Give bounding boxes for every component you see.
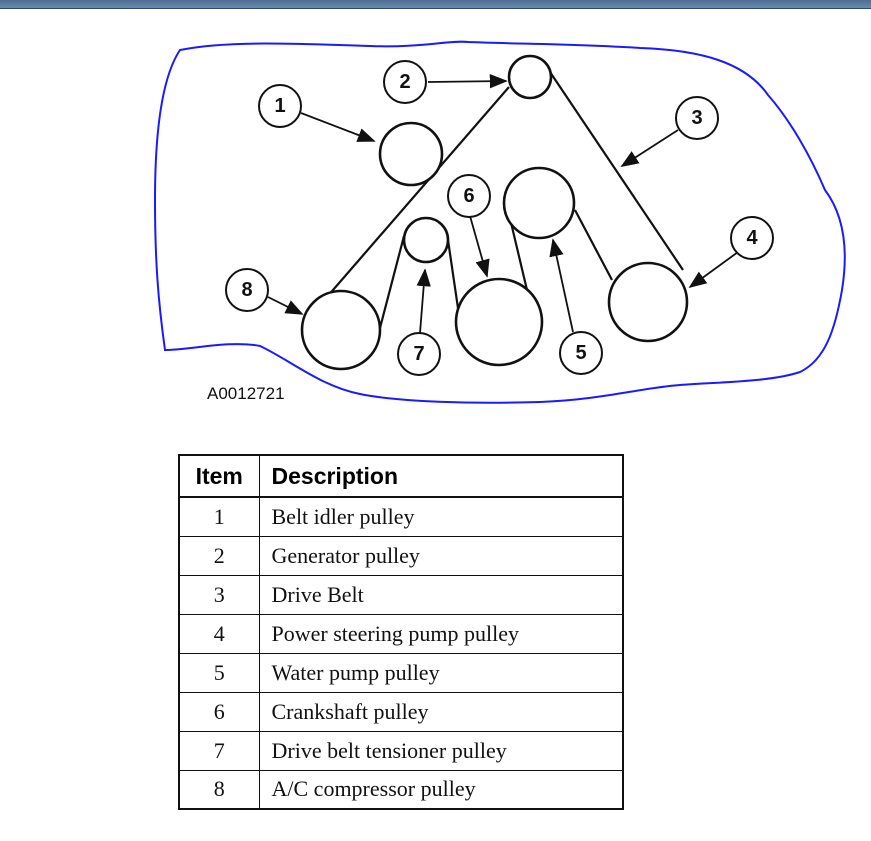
table-row: 4 Power steering pump pulley (178, 613, 624, 654)
callout-5-circle (559, 331, 603, 375)
water-pump-pulley (502, 166, 576, 240)
item-number: 6 (178, 691, 260, 732)
item-description: Drive belt tensioner pulley (258, 730, 624, 771)
ac-compressor-pulley (300, 289, 382, 371)
hand-drawn-outline (153, 40, 846, 404)
callout-8-arrow (267, 296, 304, 315)
callout-3-circle (675, 96, 719, 140)
callout-5-arrow (549, 238, 574, 333)
table-row: 2 Generator pulley (178, 535, 624, 576)
callout-4-arrow (688, 251, 739, 289)
item-number: 3 (178, 574, 260, 615)
belt-idler-pulley (378, 121, 444, 187)
item-number: 7 (178, 730, 260, 771)
callout-7-label: 7 (413, 343, 424, 365)
table-header-row: Item Description (178, 454, 624, 498)
crankshaft-pulley (454, 277, 544, 367)
drive-belt (306, 71, 684, 329)
item-description: Crankshaft pulley (258, 691, 624, 732)
callout-6-arrow (469, 215, 490, 278)
callout-7-circle (397, 332, 441, 376)
table-row: 3 Drive Belt (178, 574, 624, 615)
callout-8-label: 8 (241, 279, 252, 301)
table-row: 6 Crankshaft pulley (178, 691, 624, 732)
item-description: A/C compressor pulley (258, 769, 624, 810)
callout-4-label: 4 (746, 227, 758, 249)
item-number: 2 (178, 535, 260, 576)
callout-1-label: 1 (274, 95, 285, 117)
callout-8-circle (225, 268, 269, 312)
item-description: Belt idler pulley (258, 496, 624, 537)
description-column-header: Description (258, 454, 624, 498)
table-row: 8 A/C compressor pulley (178, 769, 624, 810)
callout-3-arrow (620, 129, 679, 167)
item-number: 8 (178, 769, 260, 810)
item-description: Water pump pulley (258, 652, 624, 693)
belt-routing-diagram: 1 2 3 4 5 6 7 8 (153, 40, 846, 404)
item-column-header: Item (178, 454, 260, 498)
item-number: 4 (178, 613, 260, 654)
callout-2-arrow (427, 74, 508, 89)
callout-6-circle (447, 174, 491, 218)
window-title-bar (0, 0, 871, 9)
table-row: 7 Drive belt tensioner pulley (178, 730, 624, 771)
item-description: Drive Belt (258, 574, 624, 615)
item-description: Power steering pump pulley (258, 613, 624, 654)
callout-4-circle (730, 216, 774, 260)
callout-5-label: 5 (575, 342, 586, 364)
callout-2-label: 2 (399, 71, 410, 93)
callout-3-label: 3 (691, 107, 702, 129)
item-description: Generator pulley (258, 535, 624, 576)
parts-legend-table: Item Description 1 Belt idler pulley 2 G… (178, 454, 624, 810)
table-row: 1 Belt idler pulley (178, 496, 624, 537)
figure-reference-id: A0012721 (207, 384, 285, 403)
callout-1-circle (258, 84, 302, 128)
power-steering-pump-pulley (607, 261, 689, 343)
callout-1-arrow (300, 112, 376, 142)
item-number: 1 (178, 496, 260, 537)
generator-pulley (507, 54, 553, 100)
table-row: 5 Water pump pulley (178, 652, 624, 693)
item-number: 5 (178, 652, 260, 693)
callout-6-label: 6 (463, 185, 474, 207)
drive-belt-tensioner-pulley (402, 216, 450, 264)
callout-2-circle (383, 60, 427, 104)
callout-7-arrow (416, 268, 431, 334)
